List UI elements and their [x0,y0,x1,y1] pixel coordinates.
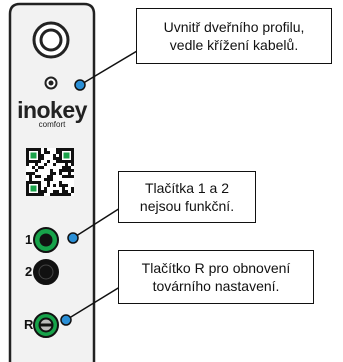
callout-line: nejsou funkční. [139,198,235,214]
callout-line: Tlačítka 1 a 2 [144,180,230,196]
callout-buttons-1-2: Tlačítka 1 a 2 nejsou funkční. [118,171,256,223]
marker-dot-2 [67,232,79,244]
marker-dot-1 [74,79,86,91]
callout-line: továrního nastavení. [152,278,280,294]
callout-door-profile: Uvnitř dveřního profilu, vedle křížení k… [136,8,332,64]
button-2-label: 2 [25,264,33,279]
leader-line-3 [65,281,129,321]
callout-line: vedle křížení kabelů. [169,37,299,53]
callout-line: Tlačítko R pro obnovení [141,260,291,276]
button-r-label: R [24,317,34,332]
qr-code-icon [26,148,74,196]
brand-name: inokey [17,97,87,123]
leader-line-1 [79,44,148,86]
brand-logo: inokey comfort [10,98,94,129]
callout-line: Uvnitř dveřního profilu, [163,19,305,35]
callout-reset-button: Tlačítko R pro obnovení továrního nastav… [118,250,314,304]
marker-dot-3 [60,314,72,326]
button-1-label: 1 [25,232,33,247]
brand-subtitle: comfort [38,120,66,129]
